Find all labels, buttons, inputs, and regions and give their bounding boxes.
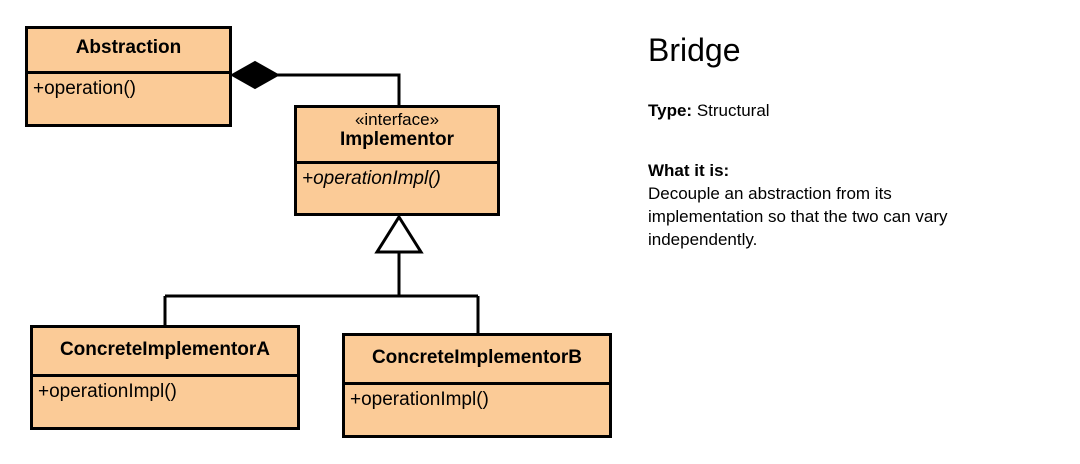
composition-connector-abstraction-implementor [229,60,401,107]
class-member: +operation() [33,78,136,99]
class-name: ConcreteImplementorA [59,339,271,360]
pattern-description-line: independently. [648,229,758,249]
uml-class-implementor[interactable]: «interface» Implementor +operationImpl() [294,105,500,216]
class-name-compartment: ConcreteImplementorA [33,328,297,377]
class-stereotype: «interface» [354,110,440,129]
pattern-type-label: Type: [648,101,693,120]
pattern-type-row: Type: Structural [648,100,770,121]
diagram-connectors [163,60,480,335]
pattern-description-line: implementation so that the two can vary [648,206,948,226]
class-member: +operationImpl() [302,168,441,189]
pattern-description-block: What it is: Decouple an abstraction from… [648,160,1048,252]
pattern-type-value: Structural [696,101,770,120]
class-member: +operationImpl() [38,381,177,402]
class-members-compartment: +operationImpl() [345,385,609,411]
class-member: +operationImpl() [350,389,489,410]
class-members-compartment: +operationImpl() [297,164,497,190]
uml-class-abstraction[interactable]: Abstraction +operation() [25,26,232,127]
uml-class-concrete-implementor-a[interactable]: ConcreteImplementorA +operationImpl() [30,325,300,430]
class-name-compartment: ConcreteImplementorB [345,336,609,385]
class-name-compartment: Abstraction [28,29,229,74]
hollow-triangle-icon [374,214,424,254]
pattern-description-line: Decouple an abstraction from its [648,183,892,203]
class-members-compartment: +operationImpl() [33,377,297,403]
class-name: Abstraction [75,37,182,58]
pattern-title: Bridge [648,32,741,68]
pattern-description-heading: What it is: [648,161,730,180]
class-name: Implementor [339,128,455,150]
composition-line [255,73,401,107]
class-name: ConcreteImplementorB [371,347,583,368]
class-members-compartment: +operation() [28,74,229,100]
uml-class-diagram: Abstraction +operation() «interface» Imp… [25,26,612,438]
pattern-info-panel: Bridge Type: Structural What it is: Deco… [646,0,1066,464]
filled-diamond-icon [229,60,281,90]
generalization-connector-concretes-implementor [163,214,480,335]
uml-class-concrete-implementor-b[interactable]: ConcreteImplementorB +operationImpl() [342,333,612,438]
class-name-compartment: «interface» Implementor [297,108,497,164]
